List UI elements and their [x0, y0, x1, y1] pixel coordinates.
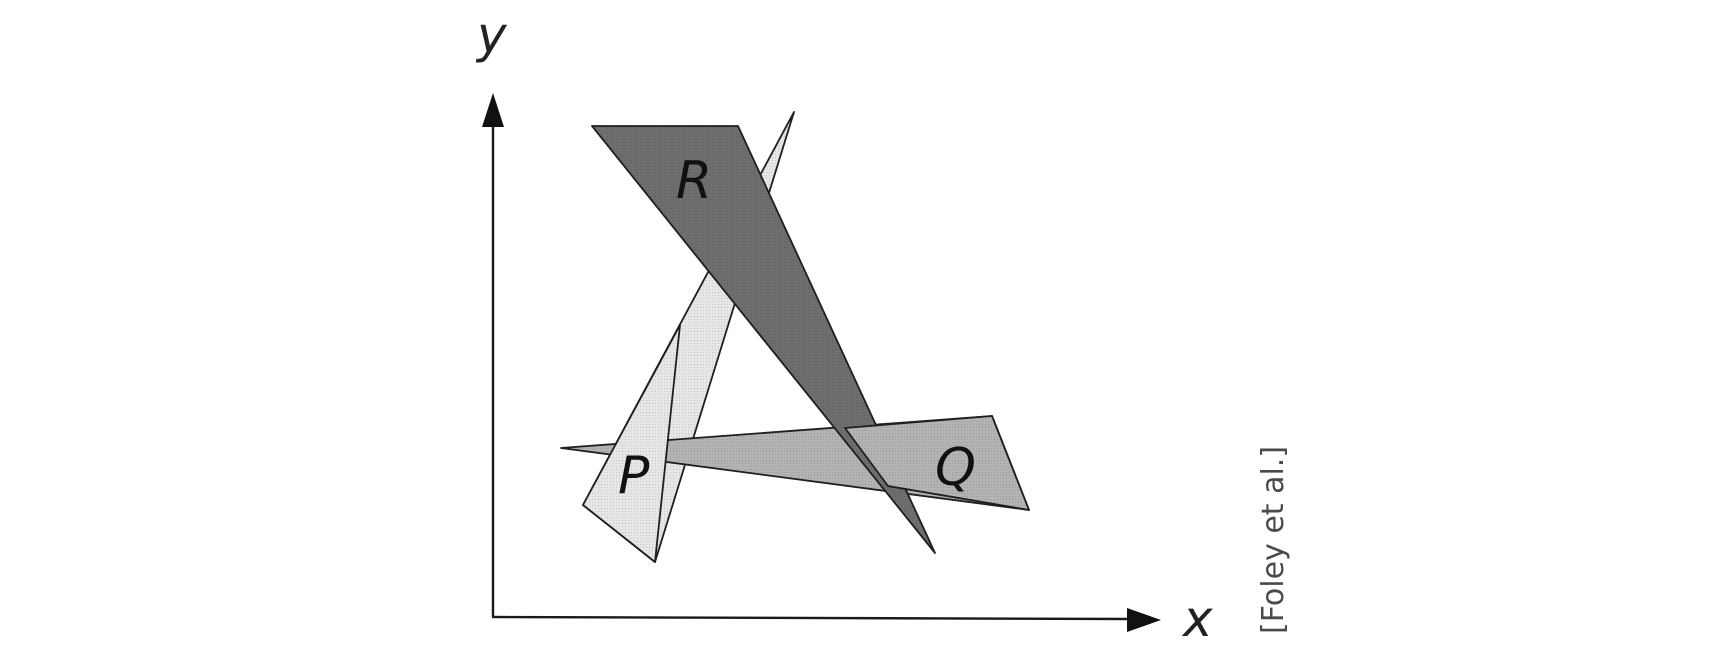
credit-label: [Foley et al.] — [1256, 446, 1291, 634]
polygon-r — [591, 125, 936, 554]
polygon-r-label: R — [676, 151, 712, 211]
polygon-q-over-r-texture — [845, 416, 1029, 510]
y-axis-arrowhead — [482, 93, 504, 127]
x-axis — [491, 615, 1131, 621]
x-axis-arrowhead — [1127, 608, 1161, 632]
axes: y x — [475, 6, 1213, 648]
polygon-r-texture — [592, 126, 935, 553]
polygon-p-over-q-texture — [583, 325, 680, 562]
y-axis-label: y — [475, 6, 508, 64]
polygon-q-label: Q — [935, 438, 976, 498]
polygon-p-label: P — [618, 446, 650, 506]
x-axis-label: x — [1181, 590, 1213, 648]
